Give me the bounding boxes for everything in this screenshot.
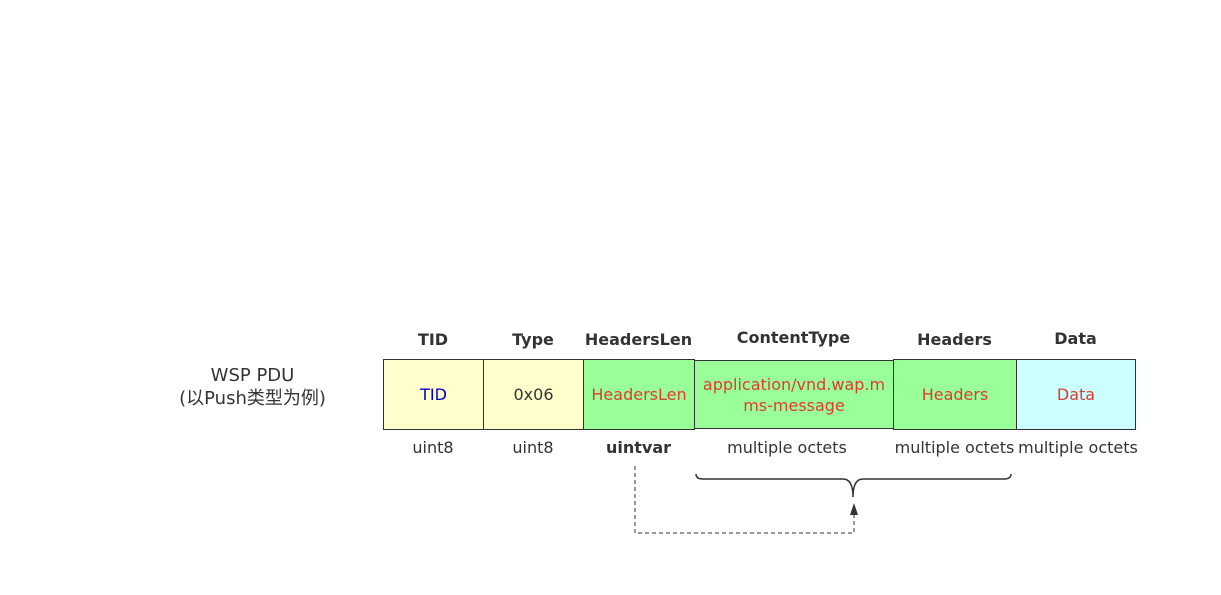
- cell-data: Data: [1016, 359, 1136, 430]
- header-headers: Headers: [917, 330, 992, 349]
- cell-tid: TID: [383, 359, 484, 430]
- header-contenttype: ContentType: [736, 328, 851, 347]
- row-label-title: WSP PDU: [210, 365, 295, 386]
- header-headerslen: HeadersLen: [584, 330, 693, 349]
- arrow-head-icon: [850, 503, 858, 515]
- header-tid: TID: [417, 330, 449, 349]
- header-type: Type: [512, 330, 554, 349]
- type-type: uint8: [512, 438, 554, 457]
- dashed-connector: [634, 466, 855, 534]
- cell-headers: Headers: [893, 359, 1017, 430]
- type-tid: uint8: [412, 438, 454, 457]
- type-data: multiple octets: [1018, 438, 1138, 457]
- header-data: Data: [1054, 329, 1097, 348]
- row-label-subtitle: (以Push类型为例): [179, 388, 326, 409]
- cell-contenttype: application/vnd.wap.mms-message: [694, 360, 894, 429]
- type-contenttype: multiple octets: [727, 438, 847, 457]
- curly-brace: [695, 473, 1012, 498]
- type-headers: multiple octets: [894, 438, 1015, 457]
- row-label: WSP PDU (以Push类型为例): [150, 364, 355, 410]
- type-headerslen: uintvar: [605, 438, 672, 457]
